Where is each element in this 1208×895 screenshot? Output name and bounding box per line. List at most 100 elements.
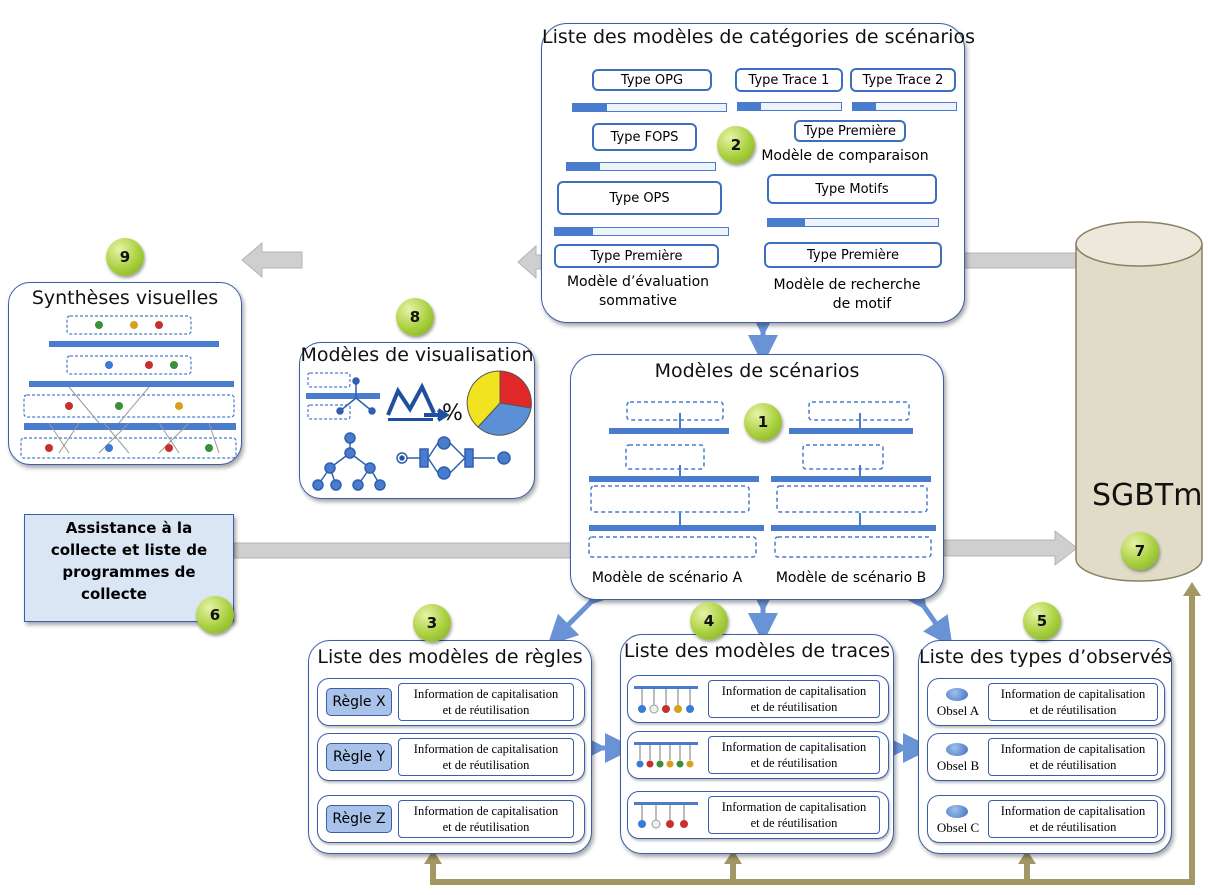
obsel-row: Obsel C Information de capitalisation et… — [927, 795, 1165, 843]
obsel-row: Obsel B Information de capitalisation et… — [927, 733, 1165, 781]
type-ops: Type OPS — [557, 181, 722, 215]
scenario-a-caption: Modèle de scénario A — [591, 570, 743, 586]
rule-info-line-2: et de réutilisation — [442, 703, 530, 717]
assistance-line-3: programmes de — [62, 563, 196, 581]
trace-bar-2 — [852, 102, 957, 111]
trace-icons — [634, 742, 698, 768]
trace-row: Information de capitalisation et de réut… — [627, 791, 889, 839]
rule-info-line-2: et de réutilisation — [442, 820, 530, 834]
scenarios-panel: Modèles de scénarios 1 Modèle de scénari… — [570, 354, 944, 600]
percent-symbol: % — [442, 401, 463, 426]
rules-panel: Liste des modèles de règles Règle X Info… — [308, 640, 592, 854]
observed-panel-title: Liste des types d’observés — [919, 646, 1173, 668]
obsel-info: Information de capitalisation et de réut… — [988, 800, 1158, 838]
process-flow-icon — [396, 436, 511, 480]
obsel-info-line-1: Information de capitalisation — [1000, 687, 1146, 701]
rule-row: Règle Z Information de capitalisation et… — [317, 795, 585, 843]
rule-info-line-2: et de réutilisation — [442, 758, 530, 772]
trace-row: Information de capitalisation et de réut… — [627, 675, 889, 723]
trace-info-line-2: et de réutilisation — [750, 700, 838, 714]
trace-info-line-1: Information de capitalisation — [721, 684, 867, 698]
rule-info: Information de capitalisation et de réut… — [398, 738, 574, 776]
type-motifs: Type Motifs — [767, 174, 937, 204]
rule-info: Information de capitalisation et de réut… — [398, 800, 574, 838]
arrow-scenarios-to-db — [942, 529, 1078, 567]
database-label: SGBTm — [1092, 478, 1203, 513]
eval-bar-3 — [554, 227, 729, 236]
type-fops: Type FOPS — [592, 123, 697, 151]
obsel-info-line-2: et de réutilisation — [1029, 703, 1117, 717]
trace-info-line-1: Information de capitalisation — [721, 800, 867, 814]
obsel-label: Obsel A — [936, 703, 980, 718]
assistance-line-1: Assistance à la — [65, 519, 193, 537]
syntheses-panel-title: Synthèses visuelles — [31, 287, 219, 309]
traces-panel: Liste des modèles de traces Information … — [620, 634, 894, 854]
trace-info: Information de capitalisation et de réut… — [708, 680, 880, 718]
visualisation-panel-title: Modèles de visualisation — [300, 344, 534, 366]
trace-info-line-2: et de réutilisation — [750, 756, 838, 770]
observed-panel: Liste des types d’observés Obsel A Infor… — [918, 640, 1172, 854]
type-opg: Type OPG — [592, 69, 712, 91]
trace-icons — [634, 686, 698, 714]
type-trace-1: Type Trace 1 — [735, 68, 843, 92]
badge-7: 7 — [1121, 532, 1159, 570]
eval-bar-2 — [566, 162, 716, 171]
obsel-row: Obsel A Information de capitalisation et… — [927, 678, 1165, 726]
badge-8: 8 — [396, 298, 434, 336]
obsel-info-line-1: Information de capitalisation — [1000, 742, 1146, 756]
rule-info-line-1: Information de capitalisation — [413, 804, 559, 818]
type-premiere-eval: Type Première — [554, 244, 719, 268]
pattern-bar — [767, 218, 939, 227]
rule-info-line-1: Information de capitalisation — [413, 687, 559, 701]
trace-row: Information de capitalisation et de réut… — [627, 731, 889, 779]
badge-1: 1 — [744, 403, 782, 441]
obsel-info: Information de capitalisation et de réut… — [988, 738, 1158, 776]
rule-tag: Règle Y — [326, 743, 392, 771]
obsel-info-line-2: et de réutilisation — [1029, 820, 1117, 834]
type-premiere-pattern: Type Première — [764, 242, 942, 268]
assistance-line-4: collecte — [81, 585, 147, 603]
pie-chart-icon — [466, 370, 532, 436]
obsel-label: Obsel B — [936, 758, 980, 773]
categories-panel: Liste des modèles de catégories de scéna… — [541, 23, 975, 323]
obsel-info-line-2: et de réutilisation — [1029, 758, 1117, 772]
visualisation-icons — [306, 370, 532, 491]
trace-icons — [634, 802, 698, 829]
traces-panel-title: Liste des modèles de traces — [623, 640, 891, 662]
assistance-line-2: collecte et liste de — [50, 541, 208, 559]
badge-2: 2 — [717, 126, 755, 164]
pattern-caption-2: de motif — [832, 296, 892, 312]
obsel-info: Information de capitalisation et de réut… — [988, 683, 1158, 721]
scenario-b-caption: Modèle de scénario B — [775, 570, 927, 586]
eval-caption-2: sommative — [599, 293, 677, 309]
syntheses-graphic — [20, 315, 237, 459]
rules-panel-title: Liste des modèles de règles — [317, 646, 583, 668]
obsel-icon — [946, 743, 968, 756]
badge-4: 4 — [690, 602, 728, 640]
obsel-icon — [946, 688, 968, 701]
rule-tag: Règle Z — [326, 805, 392, 833]
trace-info: Information de capitalisation et de réut… — [708, 736, 880, 774]
trace-info-line-1: Information de capitalisation — [721, 740, 867, 754]
obsel-label: Obsel C — [936, 820, 980, 835]
rule-row: Règle Y Information de capitalisation et… — [317, 733, 585, 781]
type-premiere-comparison: Type Première — [794, 120, 906, 142]
eval-bar-1 — [572, 103, 727, 112]
obsel-icon — [946, 805, 968, 818]
link-assistance-scenarios — [233, 542, 578, 559]
arrow-visualisation-to-syntheses — [241, 241, 303, 279]
type-trace-2: Type Trace 2 — [850, 68, 956, 92]
rule-row: Règle X Information de capitalisation et… — [317, 678, 585, 726]
eval-caption-1: Modèle d’évaluation — [566, 274, 710, 290]
rule-tag: Règle X — [326, 688, 392, 716]
trace-bar-1 — [737, 102, 842, 111]
scenario-diagrams — [588, 401, 936, 558]
line-chart-icon — [386, 382, 450, 422]
tree-icon — [312, 432, 386, 491]
trace-info-line-2: et de réutilisation — [750, 816, 838, 830]
feedback-arrowheads — [424, 582, 1201, 864]
badge-6: 6 — [196, 596, 234, 634]
trace-info: Information de capitalisation et de réut… — [708, 796, 880, 834]
pattern-caption-1: Modèle de recherche — [773, 277, 921, 293]
